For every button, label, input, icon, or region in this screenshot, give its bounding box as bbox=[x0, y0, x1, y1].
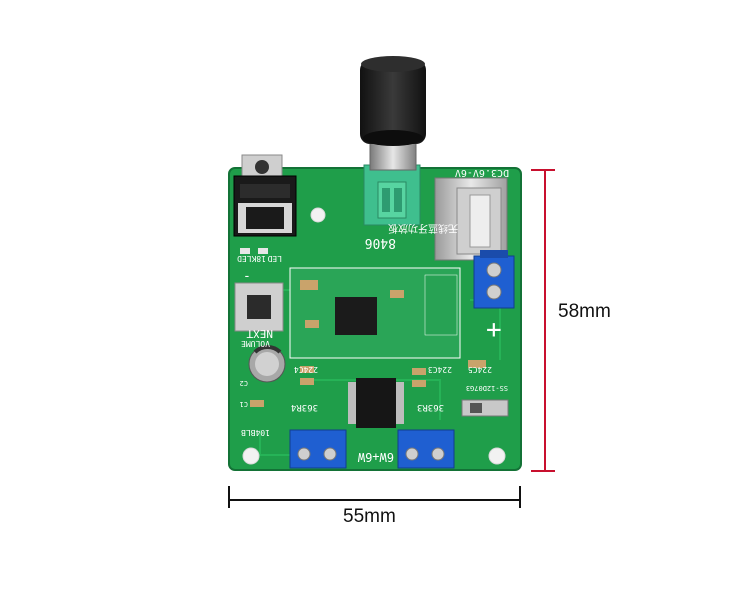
audio-jack bbox=[233, 154, 297, 237]
led-label: LED bbox=[267, 254, 282, 263]
power-input-label: DC3.6V-6V bbox=[455, 167, 509, 178]
mode-switch bbox=[461, 399, 509, 417]
power-terminal bbox=[473, 250, 515, 309]
bluetooth-chip bbox=[335, 297, 377, 335]
cap-c4-label: 224C4 bbox=[294, 365, 318, 374]
next-button bbox=[234, 282, 284, 332]
height-dimension-label: 58mm bbox=[558, 301, 611, 322]
volume-knob bbox=[360, 60, 426, 144]
amplifier-chip bbox=[348, 378, 404, 428]
cap-c3-label: 224C3 bbox=[428, 365, 452, 374]
model-label: 8406 bbox=[365, 235, 396, 250]
mounting-hole bbox=[488, 447, 506, 465]
minus-label: - bbox=[243, 269, 251, 284]
cap-c5-label: 224C5 bbox=[468, 365, 492, 374]
smd-components bbox=[240, 248, 486, 407]
usb-port bbox=[434, 177, 508, 261]
res-r4-label: 363R4 bbox=[291, 402, 318, 412]
next-label: NEXT bbox=[246, 327, 273, 340]
height-dimension bbox=[531, 169, 555, 472]
switch-label: SS-12D07G3 bbox=[466, 384, 508, 392]
width-dimension-label: 55mm bbox=[343, 506, 396, 527]
mounting-hole bbox=[310, 207, 326, 223]
led-part-label: 18KLED bbox=[237, 254, 266, 263]
volume-label: VOLUME bbox=[241, 339, 270, 348]
cap-c2-label: C2 bbox=[240, 379, 248, 387]
chip-label: 104BLB bbox=[241, 428, 270, 437]
chinese-title-label: 无线蓝牙功放板 bbox=[388, 222, 458, 235]
mounting-hole bbox=[242, 447, 260, 465]
plus-label: + bbox=[486, 315, 502, 345]
cap-c1-label: C1 bbox=[240, 400, 248, 408]
output-spec-label: 6W+6W bbox=[357, 450, 394, 464]
bluetooth-module bbox=[289, 267, 461, 359]
volume-potentiometer bbox=[360, 56, 426, 226]
capacitor bbox=[248, 344, 286, 383]
speaker-terminal-left bbox=[289, 429, 347, 469]
res-r3-label: 363R3 bbox=[417, 402, 444, 412]
speaker-terminal-right bbox=[397, 429, 455, 469]
width-dimension bbox=[228, 486, 521, 508]
